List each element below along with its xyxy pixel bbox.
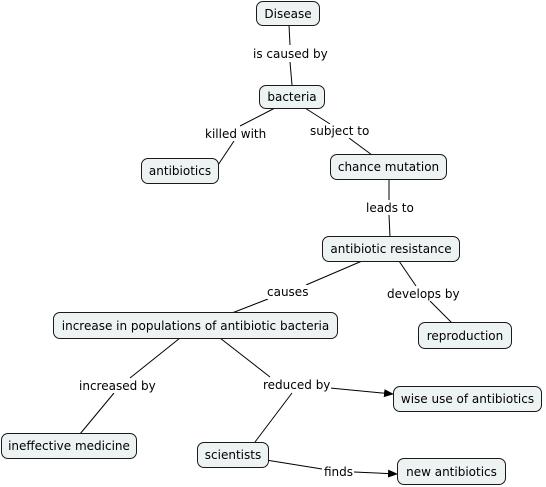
edge-bacteria-killedwith xyxy=(239,107,276,127)
concept-new-antibiotics-label: new antibiotics xyxy=(406,464,497,479)
edge-reducedby-wiseuse-arrow xyxy=(329,387,394,398)
edge-iscausedby-bacteria xyxy=(289,61,293,86)
link-killed-with: killed with xyxy=(204,127,268,141)
link-finds: finds xyxy=(323,465,355,479)
link-reduced-by: reduced by xyxy=(262,378,332,392)
concept-new-antibiotics[interactable]: new antibiotics xyxy=(397,458,506,485)
link-develops-by: develops by xyxy=(386,287,461,301)
edge-increasedby-ineffective xyxy=(79,392,115,435)
edge-increase-increasedby xyxy=(129,337,181,379)
edge-resistance-developsby xyxy=(398,260,417,287)
concept-scientists-label: scientists xyxy=(204,448,262,462)
concept-bacteria[interactable]: bacteria xyxy=(259,85,325,109)
edge-increase-reducedby xyxy=(219,337,271,378)
concept-antibiotics[interactable]: antibiotics xyxy=(141,158,219,184)
edge-scientists-finds xyxy=(265,459,323,470)
edge-subjectto-mutation xyxy=(348,137,373,156)
edge-killedwith-antibiotics xyxy=(217,140,235,166)
link-subject-to: subject to xyxy=(309,124,371,138)
concept-wise-use-of-antibiotics[interactable]: wise use of antibiotics xyxy=(393,386,542,412)
concept-antibiotic-resistance-label: antibiotic resistance xyxy=(330,242,452,256)
concept-bacteria-label: bacteria xyxy=(267,90,317,104)
link-leads-to: leads to xyxy=(365,201,415,215)
concept-reproduction[interactable]: reproduction xyxy=(418,322,512,349)
edge-disease-iscausedby xyxy=(288,24,291,46)
link-causes: causes xyxy=(266,285,310,299)
link-increased-by: increased by xyxy=(78,379,157,393)
concept-reproduction-label: reproduction xyxy=(426,328,504,343)
concept-antibiotics-label: antibiotics xyxy=(148,164,212,178)
edge-causes-increase xyxy=(231,298,269,314)
concept-antibiotic-resistance[interactable]: antibiotic resistance xyxy=(322,236,460,262)
concept-increase-populations[interactable]: increase in populations of antibiotic ba… xyxy=(53,312,338,339)
concept-scientists[interactable]: scientists xyxy=(197,442,269,468)
edge-bacteria-subjectto xyxy=(304,107,331,125)
concept-chance-mutation[interactable]: chance mutation xyxy=(330,154,447,180)
concept-increase-populations-label: increase in populations of antibiotic ba… xyxy=(61,318,330,333)
concept-disease[interactable]: Disease xyxy=(256,1,320,26)
edge-finds-newantibiotics-arrow xyxy=(353,469,398,478)
link-is-caused-by: is caused by xyxy=(252,47,329,61)
concept-chance-mutation-label: chance mutation xyxy=(337,160,440,174)
concept-ineffective-medicine-label: ineffective medicine xyxy=(8,439,130,453)
edge-reducedby-scientists xyxy=(254,392,293,443)
concept-wise-use-of-antibiotics-label: wise use of antibiotics xyxy=(400,392,535,406)
edge-developsby-reproduction xyxy=(429,300,453,324)
edge-resistance-causes xyxy=(305,260,363,286)
concept-disease-label: Disease xyxy=(264,6,312,21)
concept-ineffective-medicine[interactable]: ineffective medicine xyxy=(1,433,137,459)
edge-leadsto-resistance xyxy=(388,214,391,238)
